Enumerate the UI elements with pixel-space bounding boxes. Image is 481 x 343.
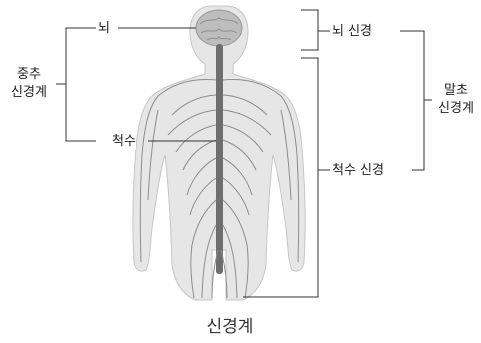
figure-caption: 신경계	[180, 317, 280, 337]
label-cranial-nerves: 뇌 신경	[332, 24, 372, 39]
brain-shape	[196, 10, 242, 46]
label-spinal-nerves: 척수 신경	[332, 163, 384, 178]
spinal-cord-shape	[216, 44, 223, 274]
label-peripheral-line1: 말초	[432, 82, 480, 100]
label-peripheral-line2: 신경계	[432, 100, 480, 118]
label-central-line1: 중추	[2, 66, 56, 84]
label-brain: 뇌	[98, 21, 110, 36]
label-peripheral-nervous-system: 말초 신경계	[432, 82, 480, 118]
label-central-line2: 신경계	[2, 84, 56, 102]
label-spinal-cord: 척수	[112, 134, 136, 149]
label-central-nervous-system: 중추 신경계	[2, 66, 56, 102]
